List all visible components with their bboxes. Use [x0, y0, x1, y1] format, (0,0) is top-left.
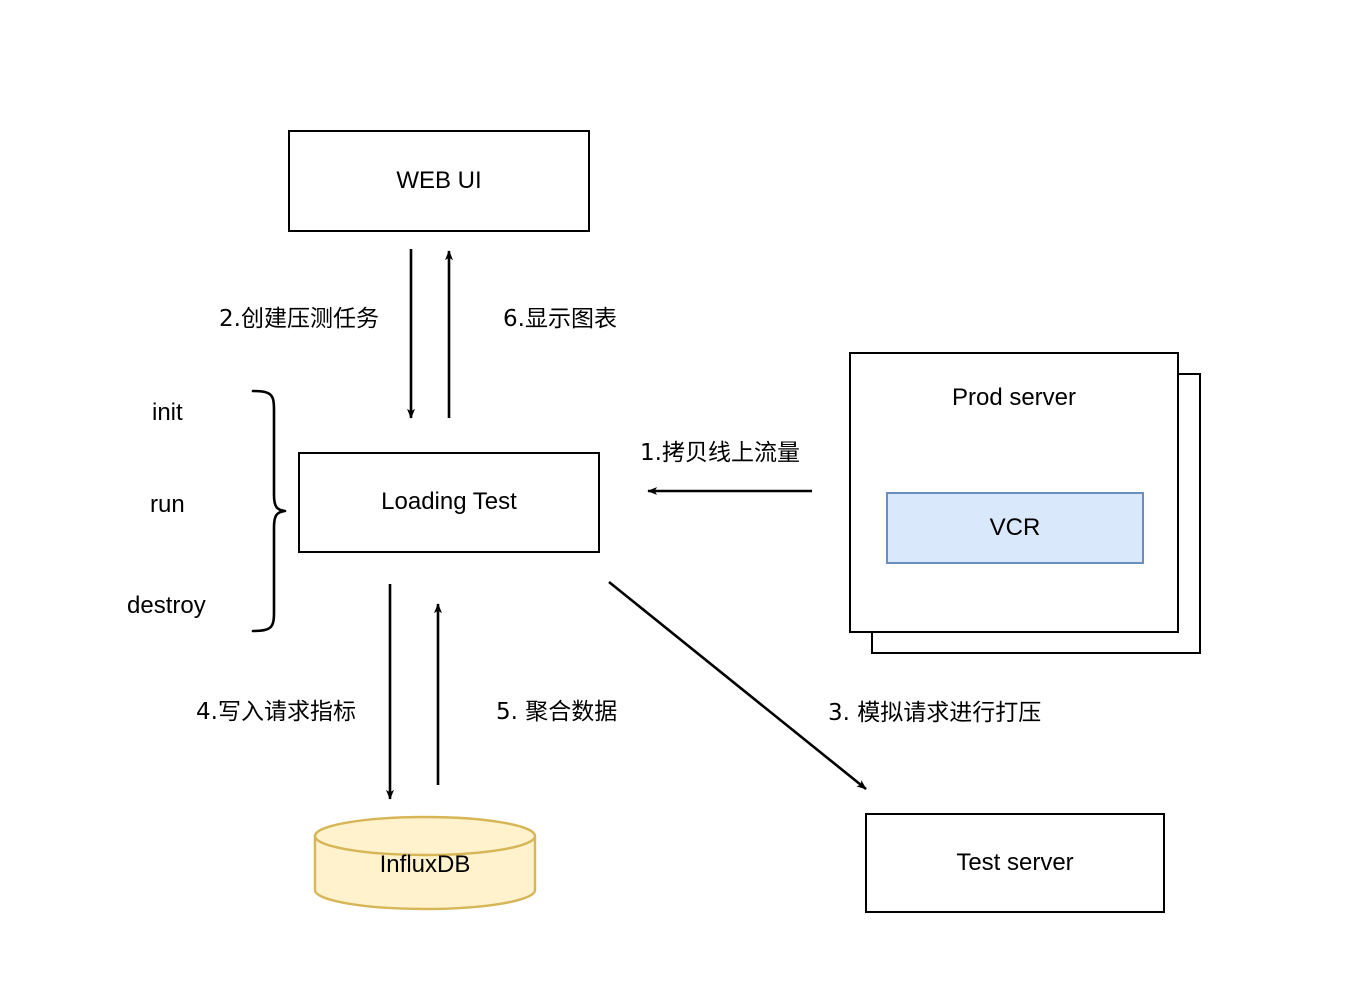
node-influxdb[interactable]: InfluxDB	[315, 840, 535, 890]
node-loading-test[interactable]: Loading Test	[298, 452, 600, 553]
node-web-ui[interactable]: WEB UI	[288, 130, 590, 232]
lifecycle-item-init: init	[152, 399, 183, 426]
lifecycle-item-run: run	[150, 491, 185, 518]
node-test-server[interactable]: Test server	[865, 813, 1165, 913]
edge-label-write-metrics: 4.写入请求指标	[196, 699, 356, 725]
lifecycle-item-destroy: destroy	[127, 592, 206, 619]
edge-label-aggregate-data: 5. 聚合数据	[496, 699, 618, 725]
node-vcr[interactable]: VCR	[886, 492, 1144, 564]
edge-label-copy-traffic: 1.拷贝线上流量	[640, 440, 800, 466]
node-web-ui-label: WEB UI	[396, 166, 482, 194]
edge-label-simulate-request: 3. 模拟请求进行打压	[828, 700, 1042, 726]
node-vcr-label: VCR	[989, 513, 1041, 541]
edge-label-create-task: 2.创建压测任务	[219, 306, 379, 332]
edge-label-show-chart: 6.显示图表	[503, 306, 617, 332]
node-influxdb-label: InfluxDB	[379, 850, 471, 878]
node-prod-server-label: Prod server	[951, 384, 1077, 411]
lifecycle-brace-icon	[251, 389, 287, 633]
node-loading-test-label: Loading Test	[381, 488, 517, 516]
node-test-server-label: Test server	[956, 848, 1074, 876]
connector-simulate-request	[608, 580, 867, 791]
